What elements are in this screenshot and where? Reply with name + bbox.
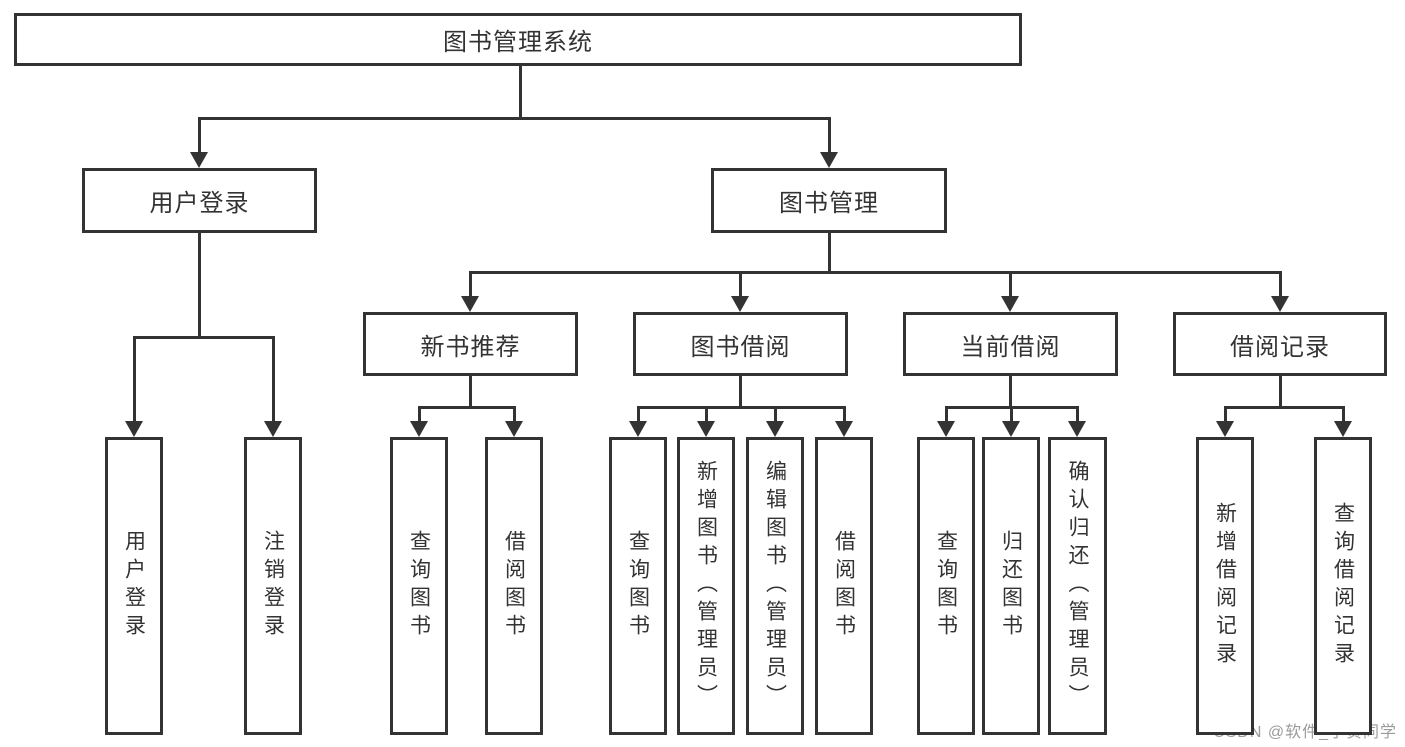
arrow-down-icon [190,152,208,168]
node-leaf-bb-add: 新增图书（管理员） [677,437,735,735]
arrow-down-icon [937,421,955,437]
connector-line-vertical [518,66,522,118]
connector-line-horizontal [132,335,275,339]
node-leaf-bb-edit: 编辑图书（管理员） [746,437,804,735]
arrow-shaft [1008,272,1012,299]
arrow-shaft [1009,407,1013,424]
arrow-down-icon [1334,421,1352,437]
arrow-shaft [704,407,708,424]
arrow-shaft [512,407,516,424]
arrow-down-icon [1002,421,1020,437]
connector-line-vertical [1278,376,1282,407]
connector-line-horizontal [636,405,846,409]
arrow-down-icon [697,421,715,437]
arrow-down-icon [835,421,853,437]
connector-line-horizontal [1223,405,1345,409]
connector-line-horizontal [417,405,516,409]
arrow-down-icon [1271,296,1289,312]
arrow-shaft [132,337,136,424]
connector-line-vertical [468,376,472,407]
arrow-down-icon [125,421,143,437]
arrow-shaft [271,337,275,424]
arrow-shaft [773,407,777,424]
arrow-shaft [1278,272,1282,299]
arrow-down-icon [505,421,523,437]
node-borrow-records: 借阅记录 [1173,312,1387,376]
arrow-shaft [738,272,742,299]
node-book-mgmt: 图书管理 [711,168,947,233]
arrow-down-icon [461,296,479,312]
connector-line-vertical [827,233,831,272]
arrow-shaft [842,407,846,424]
node-leaf-cb-query: 查询图书 [917,437,975,735]
arrow-down-icon [820,152,838,168]
node-leaf-cb-return: 归还图书 [982,437,1040,735]
node-user-login: 用户登录 [82,168,317,233]
arrow-down-icon [1068,421,1086,437]
connector-line-horizontal [197,116,831,120]
node-root: 图书管理系统 [14,13,1022,66]
arrow-shaft [827,118,831,155]
node-leaf-logout: 注销登录 [244,437,302,735]
arrow-shaft [468,272,472,299]
node-leaf-br-add: 新增借阅记录 [1196,437,1254,735]
node-current-borrow: 当前借阅 [903,312,1118,376]
arrow-down-icon [264,421,282,437]
node-leaf-bb-query: 查询图书 [609,437,667,735]
arrow-shaft [417,407,421,424]
arrow-shaft [197,118,201,155]
connector-line-vertical [738,376,742,407]
arrow-down-icon [731,296,749,312]
arrow-shaft [944,407,948,424]
node-leaf-bb-borrow: 借阅图书 [815,437,873,735]
arrow-shaft [1341,407,1345,424]
connector-line-horizontal [468,270,1282,274]
arrow-down-icon [1001,296,1019,312]
node-book-borrow: 图书借阅 [633,312,848,376]
connector-line-vertical [197,233,201,337]
connector-line-vertical [1008,376,1012,407]
arrow-shaft [1075,407,1079,424]
node-leaf-nbr-query: 查询图书 [390,437,448,735]
node-leaf-user-login: 用户登录 [105,437,163,735]
arrow-shaft [636,407,640,424]
node-leaf-nbr-borrow: 借阅图书 [485,437,543,735]
arrow-down-icon [766,421,784,437]
arrow-down-icon [1216,421,1234,437]
arrow-shaft [1223,407,1227,424]
arrow-down-icon [629,421,647,437]
node-leaf-br-query: 查询借阅记录 [1314,437,1372,735]
arrow-down-icon [410,421,428,437]
node-leaf-cb-confirm: 确认归还（管理员） [1048,437,1107,735]
node-new-book-rec: 新书推荐 [363,312,578,376]
